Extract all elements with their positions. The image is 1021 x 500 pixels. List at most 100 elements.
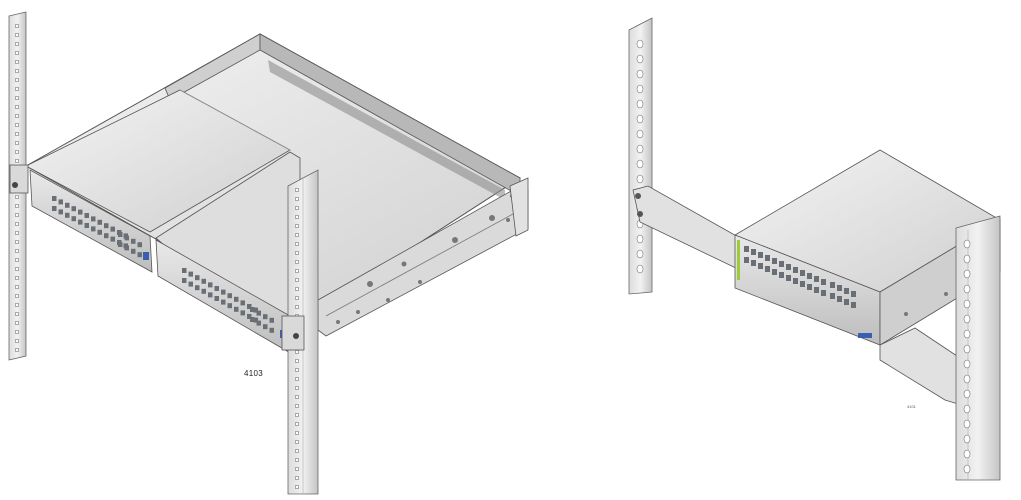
rack-hole: [15, 222, 19, 226]
rack-hole: [295, 449, 299, 453]
switch-unit-left: [25, 89, 291, 273]
port: [71, 206, 76, 212]
port: [779, 261, 784, 267]
rack-hole: [295, 350, 299, 354]
rack-hole: [15, 123, 19, 127]
rack-hole: [295, 386, 299, 390]
port: [78, 219, 83, 225]
rack-hole: [295, 233, 299, 237]
port: [234, 296, 239, 302]
port: [253, 307, 258, 313]
rack-hole: [636, 159, 644, 169]
rack-hole: [15, 204, 19, 208]
switch-ports: [744, 246, 856, 308]
rack-hole: [15, 42, 19, 46]
rack-hole: [295, 458, 299, 462]
rack-post-right-back: [628, 17, 653, 295]
port: [124, 245, 129, 251]
port: [800, 281, 805, 287]
port: [195, 285, 200, 291]
right-figure: [628, 17, 1001, 481]
port: [201, 278, 206, 284]
rack-hole: [15, 33, 19, 37]
port: [221, 299, 226, 305]
rack-holes: [15, 24, 19, 352]
port: [253, 317, 258, 323]
rack-hole: [636, 54, 644, 64]
rack-hole: [15, 24, 19, 28]
port: [104, 233, 109, 239]
rack-hole: [15, 141, 19, 145]
rack-hole: [636, 129, 644, 139]
rack-hole: [295, 260, 299, 264]
rack-hole: [15, 258, 19, 262]
rack-hole: [963, 389, 971, 399]
rack-hole: [963, 284, 971, 294]
rack-hole: [15, 330, 19, 334]
port: [851, 302, 856, 308]
rack-post-right-front: [955, 215, 1001, 481]
rack-hole: [295, 224, 299, 228]
rack-hole: [15, 285, 19, 289]
rack-hole: [15, 105, 19, 109]
port: [58, 199, 63, 205]
rack-hole: [963, 404, 971, 414]
port: [110, 236, 115, 242]
rack-hole: [636, 249, 644, 259]
port: [214, 296, 219, 301]
rack-hole: [15, 150, 19, 154]
port: [786, 275, 791, 281]
rack-hole: [15, 249, 19, 253]
rack-hole: [963, 344, 971, 354]
rack-hole: [15, 78, 19, 82]
rack-hole: [15, 321, 19, 325]
rack-hole: [295, 242, 299, 246]
rack-hole: [295, 206, 299, 210]
rack-hole: [636, 144, 644, 154]
rack-hole: [963, 239, 971, 249]
rack-hole: [963, 254, 971, 264]
port: [256, 310, 261, 316]
port: [52, 196, 57, 201]
rack-hole: [295, 413, 299, 417]
rack-hole: [636, 99, 644, 109]
port: [84, 223, 89, 228]
port: [208, 292, 213, 298]
port: [118, 232, 123, 237]
port: [234, 306, 239, 312]
port: [821, 279, 826, 285]
port: [269, 317, 274, 323]
rack-hole: [15, 312, 19, 316]
rack-hole: [963, 464, 971, 474]
rack-hole: [15, 348, 19, 352]
port: [124, 235, 129, 241]
port: [779, 272, 784, 278]
port: [188, 271, 193, 277]
status-stripe: [737, 240, 740, 280]
port: [765, 255, 770, 261]
rack-hole: [295, 368, 299, 372]
rack-hole: [15, 294, 19, 298]
port: [182, 268, 187, 273]
port: [250, 307, 255, 312]
port: [65, 212, 70, 218]
rack-hole: [636, 69, 644, 79]
rack-hole: [963, 449, 971, 459]
port: [91, 226, 96, 232]
rack-hole: [636, 234, 644, 244]
port: [751, 249, 756, 255]
rack-hole: [963, 434, 971, 444]
port: [188, 281, 193, 287]
rack-hole: [963, 314, 971, 324]
port: [263, 314, 268, 320]
switch-unit-right: [155, 151, 301, 355]
rack-hole: [15, 276, 19, 280]
rack-hole: [636, 264, 644, 274]
port: [758, 252, 763, 258]
port: [821, 290, 826, 296]
rack-hole: [295, 485, 299, 489]
port: [851, 291, 856, 297]
port: [221, 289, 226, 295]
port: [240, 300, 245, 306]
